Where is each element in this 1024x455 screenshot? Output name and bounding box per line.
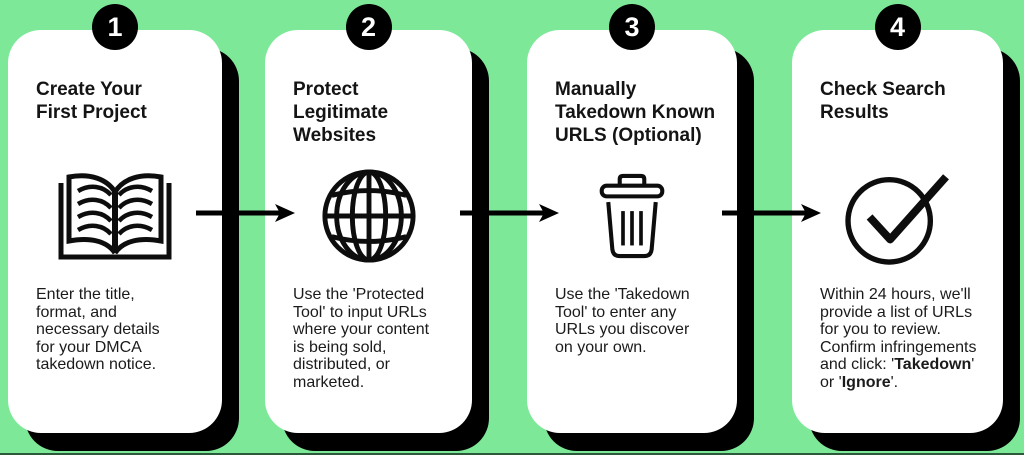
step-1-number-badge: 1	[92, 4, 138, 50]
step-number: 2	[360, 11, 377, 42]
step-3-number-badge: 3	[609, 4, 655, 50]
step-2-description: Use the 'Protected Tool' to input URLs w…	[293, 286, 430, 391]
step-card-2: 2 Protect Legitimate Websites Use the 'P…	[265, 4, 472, 433]
step-card-1: 1 Create Your First Project Enter the ti…	[8, 4, 222, 433]
step-4-title: Check Search Results	[820, 79, 946, 123]
bottom-edge-line	[0, 453, 1024, 455]
flow-arrow-3-4	[722, 204, 821, 222]
step-card-4: 4 Check Search Results Within 24 hours, …	[792, 4, 1003, 433]
check-circle-icon	[792, 152, 1003, 280]
step-3-description: Use the 'Takedown Tool' to enter any URL…	[555, 286, 690, 356]
step-4-number-badge: 4	[874, 4, 921, 50]
flow-arrow-1-2	[196, 204, 295, 222]
step-1-title: Create Your First Project	[36, 79, 147, 123]
globe-icon	[265, 152, 472, 280]
step-number: 3	[624, 11, 640, 42]
step-1-description: Enter the title, format, and necessary d…	[36, 286, 160, 373]
step-2-number-badge: 2	[345, 4, 392, 50]
step-number: 4	[889, 11, 906, 42]
step-3-title: Manually Takedown Known URLS (Optional)	[555, 79, 716, 146]
trash-can-icon	[527, 152, 737, 280]
open-book-icon	[8, 152, 222, 280]
step-2-title: Protect Legitimate Websites	[293, 79, 389, 146]
step-card-3: 3 Manually Takedown Known URLS (Optional…	[527, 4, 737, 433]
flow-arrow-2-3	[460, 204, 559, 222]
step-number: 1	[107, 11, 123, 42]
